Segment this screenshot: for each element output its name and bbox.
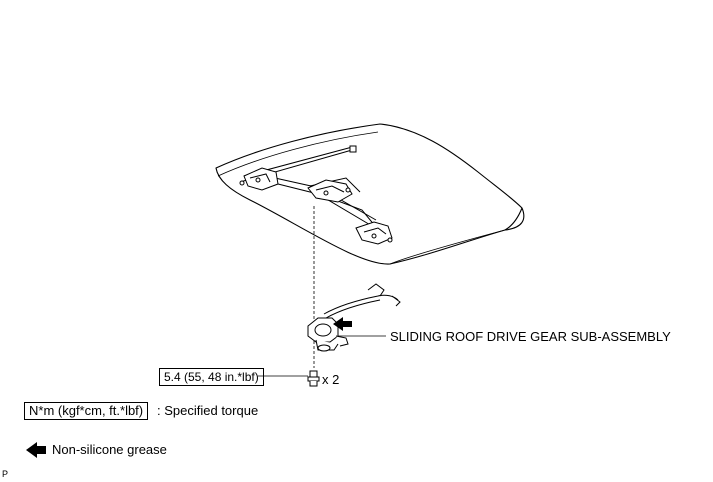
roof-bracket-middle — [307, 179, 353, 203]
torque-value-box: 5.4 (55, 48 in.*lbf) — [159, 368, 264, 386]
part-callout-label: SLIDING ROOF DRIVE GEAR SUB-ASSEMBLY — [390, 329, 671, 344]
roof-bracket-rear — [355, 221, 393, 245]
roof-panel — [215, 123, 525, 265]
drive-gear-motor — [307, 317, 349, 352]
grease-legend-description: Non-silicone grease — [52, 442, 167, 457]
grease-point-arrow — [333, 317, 352, 331]
drive-gear-cable — [323, 283, 401, 319]
corner-mark: P — [2, 469, 9, 479]
torque-unit-legend-box: N*m (kgf*cm, ft.*lbf) — [24, 402, 149, 420]
bolt-icon — [307, 370, 320, 387]
torque-legend-description: : Specified torque — [157, 403, 259, 418]
roof-clip-front — [349, 145, 357, 153]
roof-bracket-front — [239, 167, 279, 191]
grease-legend-arrow-icon — [26, 442, 46, 458]
bolt-quantity-label: x 2 — [322, 372, 340, 387]
